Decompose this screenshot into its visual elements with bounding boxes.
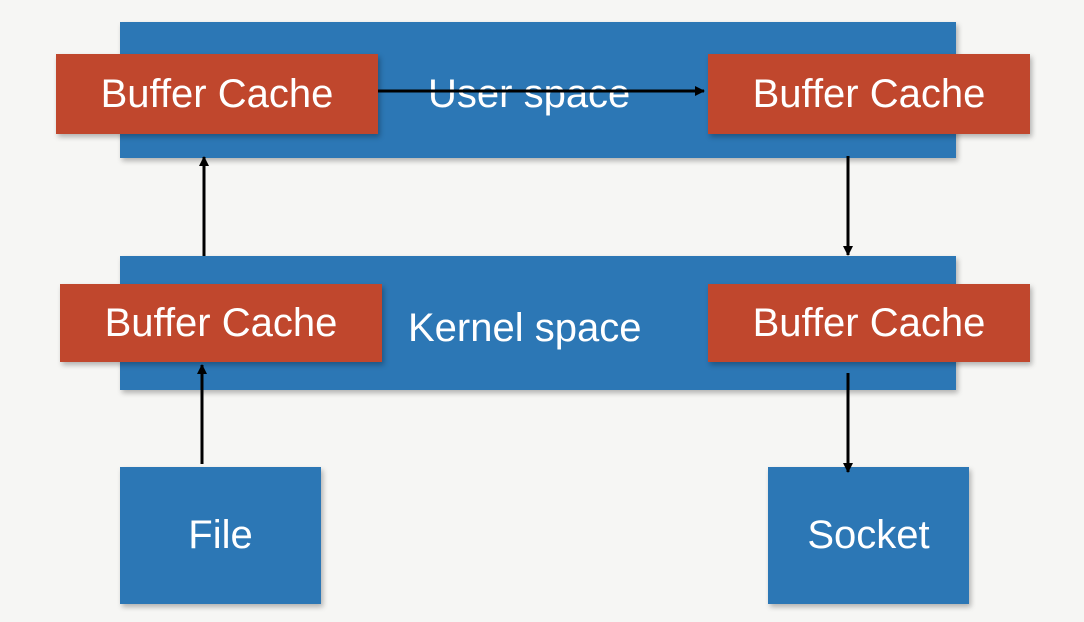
kernel-buffer-cache-right: Buffer Cache xyxy=(708,284,1030,362)
kernel-buffer-cache-right-label: Buffer Cache xyxy=(752,300,986,345)
kernel-buffer-cache-left-label: Buffer Cache xyxy=(104,300,338,345)
kernel-space-label: Kernel space xyxy=(408,306,642,350)
user-buffer-cache-left: Buffer Cache xyxy=(56,54,378,134)
file-label: File xyxy=(188,513,253,557)
kernel-buffer-cache-left: Buffer Cache xyxy=(60,284,382,362)
socket-box: Socket xyxy=(768,467,969,604)
user-space-label: User space xyxy=(428,72,631,116)
socket-label: Socket xyxy=(807,513,930,557)
user-buffer-cache-right-label: Buffer Cache xyxy=(752,71,986,116)
file-box: File xyxy=(120,467,321,604)
user-buffer-cache-right: Buffer Cache xyxy=(708,54,1030,134)
user-buffer-cache-left-label: Buffer Cache xyxy=(100,71,334,116)
